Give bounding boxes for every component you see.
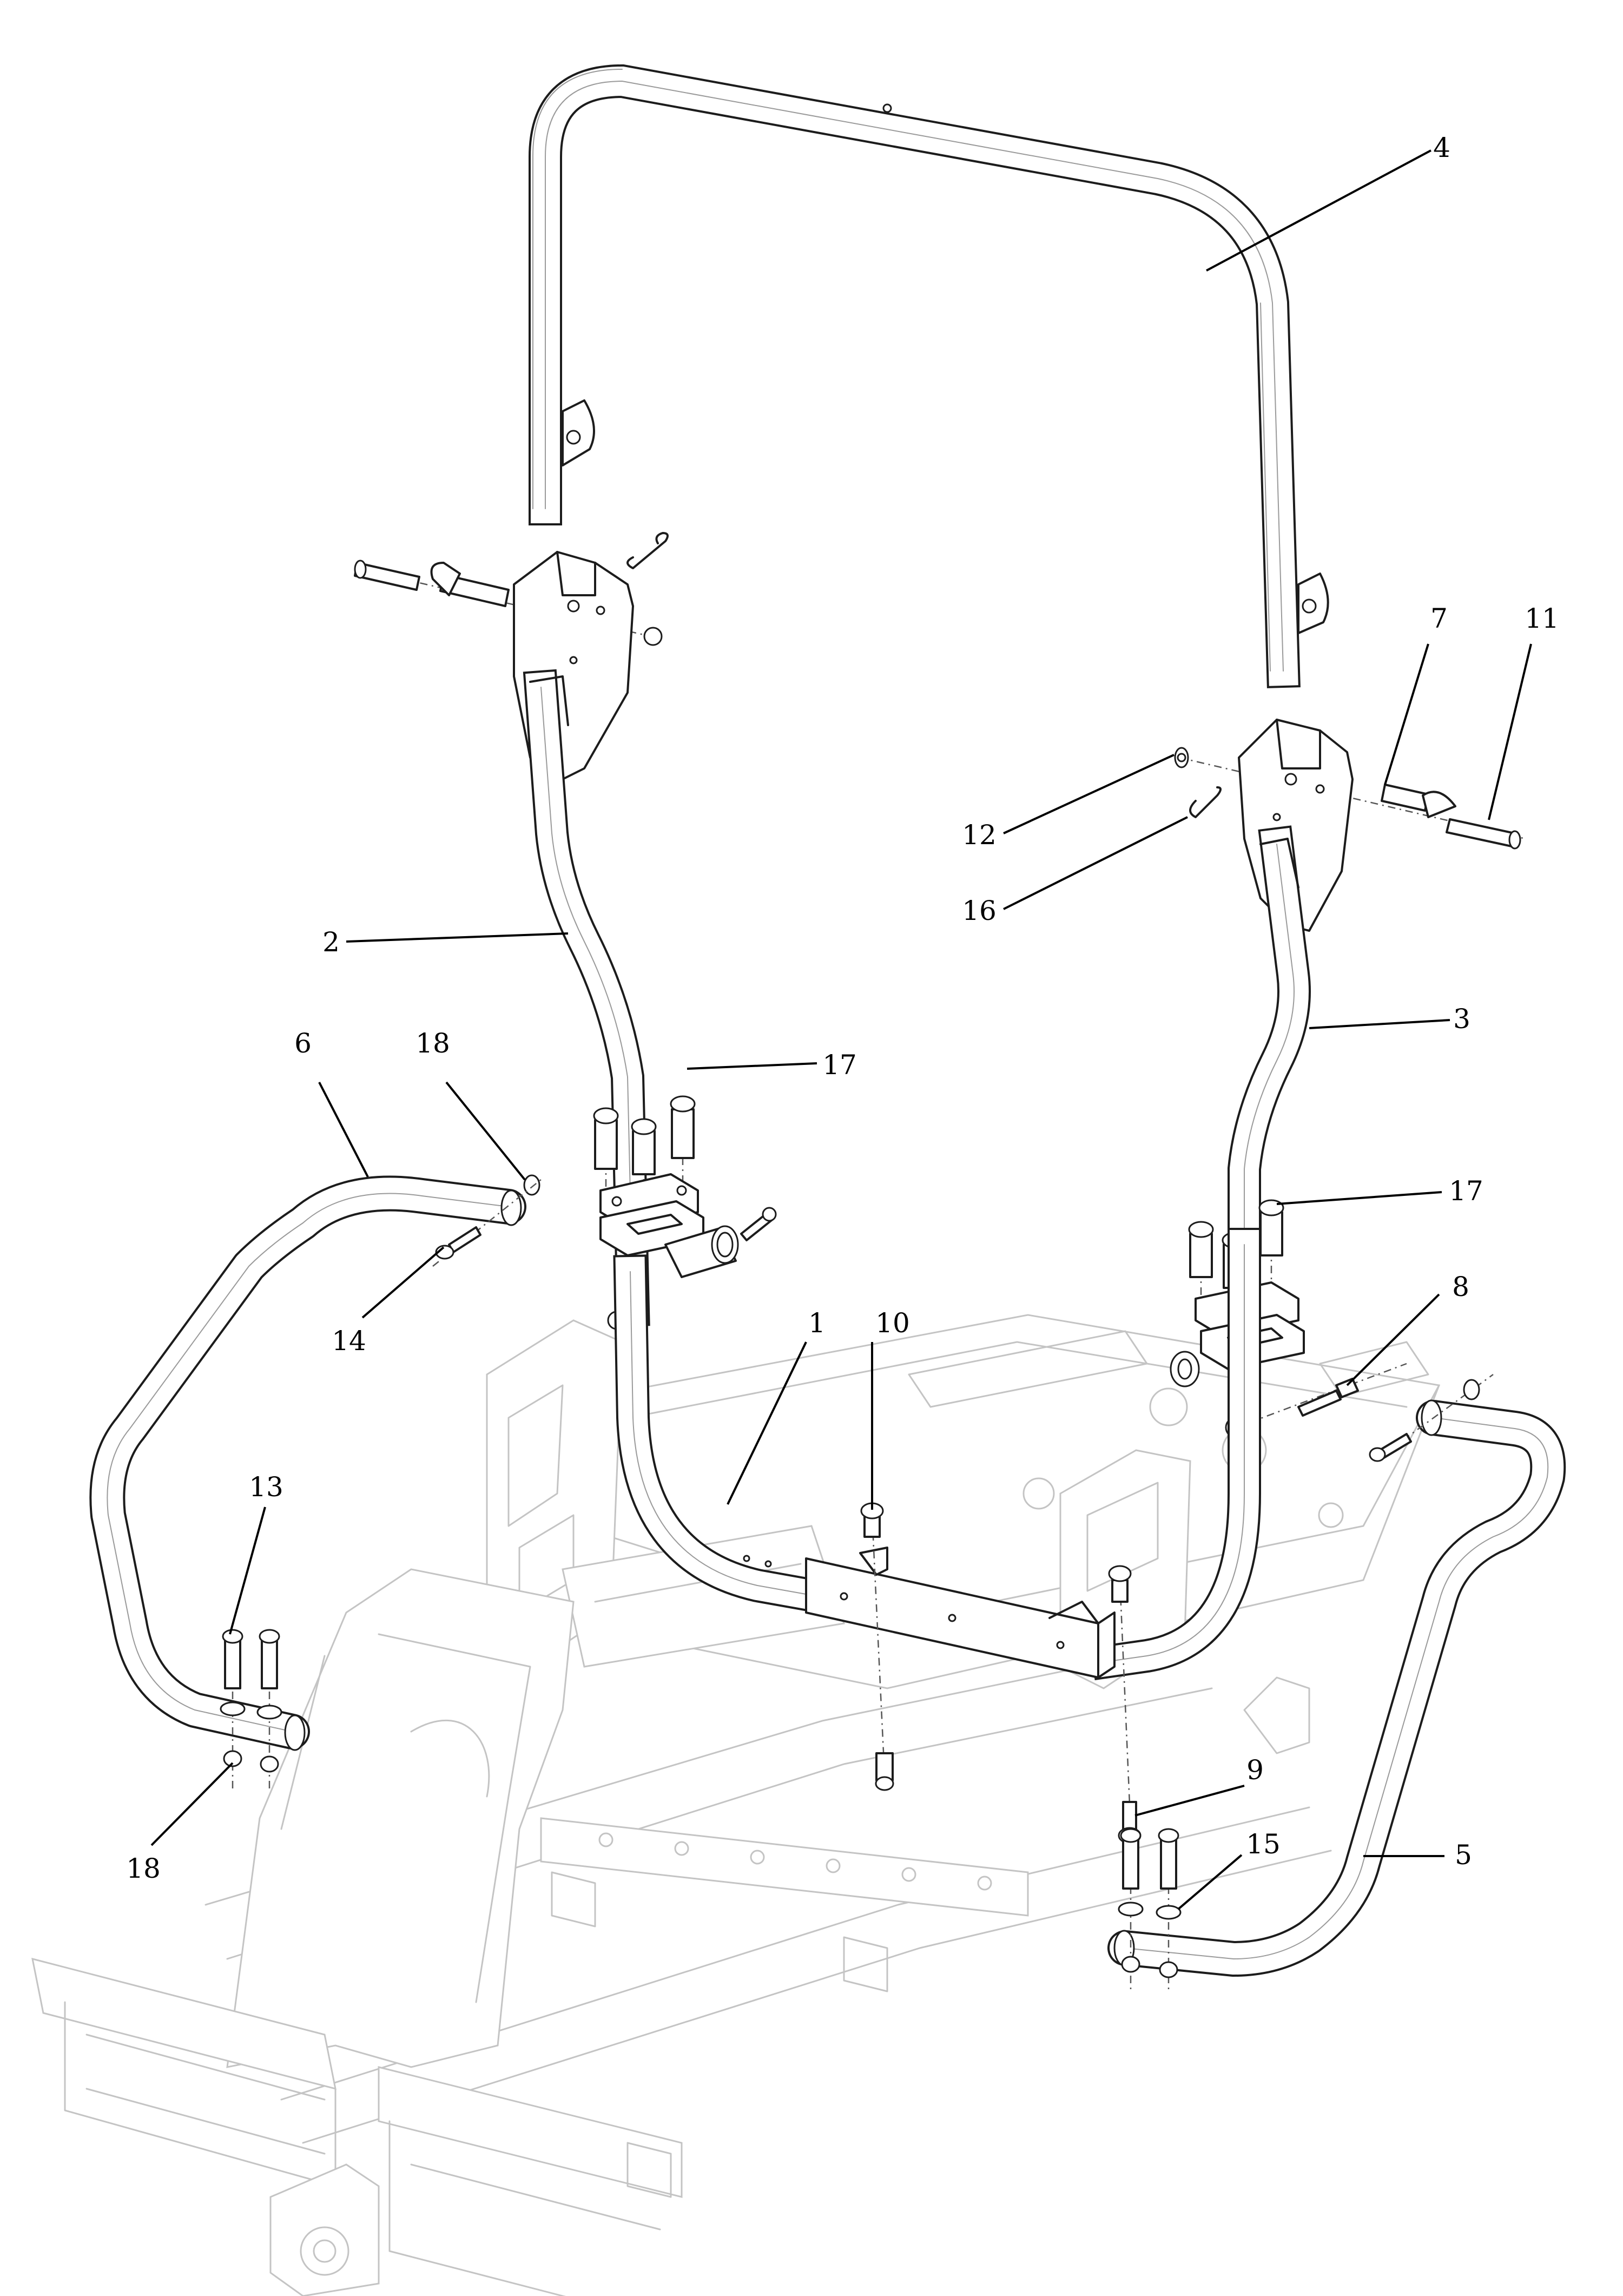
leader-15 [1177,1854,1243,1910]
callout-3: 3 [1453,1003,1470,1035]
callout-11: 11 [1525,603,1559,634]
leader-17a [687,1062,817,1070]
leader-3 [1309,1019,1450,1029]
callout-1: 1 [808,1307,826,1339]
leader-4 [1206,149,1431,272]
left-upright [513,551,650,1327]
callout-4: 4 [1433,132,1450,163]
leader-16 [1003,816,1188,910]
callout-7: 7 [1430,603,1448,634]
callout-9: 9 [1246,1754,1264,1786]
leader-12 [1003,754,1175,834]
leader-1 [727,1341,807,1505]
leader-13 [229,1506,266,1635]
u-frame-cross-tube [613,1228,1261,1681]
leader-8 [1346,1293,1440,1386]
leader-17b [1276,1191,1442,1205]
right-pivot-hardware [1174,747,1526,850]
callout-12: 12 [962,819,997,851]
callout-16: 16 [962,895,997,926]
leader-2 [346,932,569,943]
left-grab-rail [89,1174,542,1791]
callout-18b: 18 [126,1853,161,1884]
leader-18a [445,1081,526,1181]
leader-lines [150,149,1532,1910]
leader-9 [1134,1785,1245,1817]
leader-14 [361,1246,445,1319]
leader-18b [150,1762,234,1846]
callout-6: 6 [294,1028,312,1059]
left-mount-hardware [593,1095,777,1330]
callout-5: 5 [1455,1839,1472,1871]
roll-bar-hoop [529,64,1329,688]
callout-10: 10 [875,1307,910,1339]
callout-18a: 18 [415,1028,450,1059]
right-upright [1228,719,1354,1283]
callout-15: 15 [1246,1828,1281,1860]
right-grab-rail [1107,1373,1566,1991]
leader-11 [1488,643,1532,820]
callout-13: 13 [249,1471,283,1503]
callout-14: 14 [332,1325,366,1357]
callout-8: 8 [1452,1271,1469,1302]
leader-6 [318,1082,369,1177]
callout-17a: 17 [822,1049,857,1081]
leader-7 [1384,643,1429,785]
callout-2: 2 [322,926,340,958]
callout-labels: 4 7 11 12 16 2 3 6 18 17 14 17 8 1 10 13… [126,132,1559,1884]
callout-17b: 17 [1449,1175,1483,1207]
